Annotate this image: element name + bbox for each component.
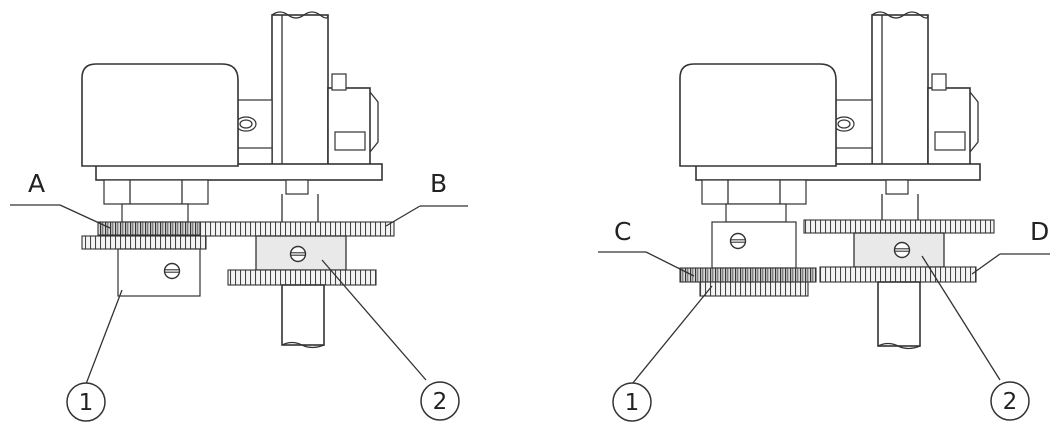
right-gear-d: [819, 266, 977, 283]
right-lower-shaft: [877, 281, 921, 347]
left-lower-pinion: [81, 235, 207, 250]
left-gear-a: [97, 221, 211, 236]
left-lower-shaft: [281, 284, 325, 346]
right-lower-pinion: [699, 281, 809, 297]
left-label-a: A: [28, 169, 45, 198]
left-callout-1-number: 1: [79, 390, 94, 416]
right-callout-1: [612, 382, 652, 422]
left-label-b: B: [430, 169, 447, 198]
left-motor-housing: [81, 63, 239, 167]
left-assembly: A B 1 2: [10, 11, 468, 422]
left-callout-2: [420, 381, 460, 421]
left-callout-2-number: 2: [433, 389, 448, 415]
right-callout-2-number: 2: [1003, 389, 1018, 415]
right-assembly: C D 1 2: [598, 11, 1050, 422]
right-upper-shaft: [871, 14, 929, 166]
right-label-d: D: [1030, 217, 1049, 246]
right-callout-2: [990, 381, 1030, 421]
left-gear-b: [199, 221, 395, 237]
right-base-plate: [695, 163, 981, 181]
left-callout-1: [66, 382, 106, 422]
right-label-c: C: [614, 217, 631, 246]
left-base-plate: [95, 163, 383, 181]
left-upper-shaft: [271, 14, 329, 166]
left-lower-gear: [227, 269, 377, 286]
right-callout-1-number: 1: [625, 390, 640, 416]
right-bracket: [927, 87, 971, 167]
left-hub-1: [117, 248, 201, 297]
right-motor-housing: [679, 63, 837, 167]
right-hub-1: [711, 221, 797, 269]
right-upper-gear: [803, 219, 995, 234]
left-bracket: [327, 87, 371, 167]
right-gear-c: [679, 267, 817, 283]
